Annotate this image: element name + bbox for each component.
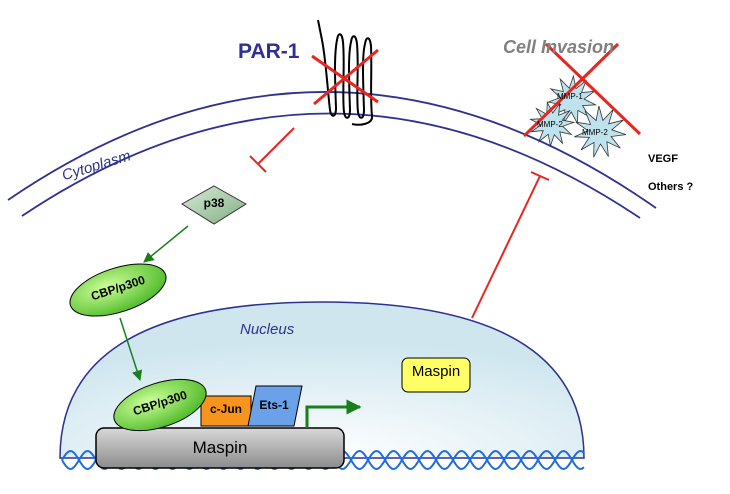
par1-inhibits-p38 (249, 127, 295, 173)
nucleus-dome (59, 301, 585, 459)
p38-to-cbp-arrow (143, 225, 189, 263)
p38-diamond (181, 185, 247, 225)
cell-invasion-label: Cell Invasion (503, 37, 615, 57)
red-x-cross-icon (311, 48, 379, 106)
ets1-label: Ets-1 (259, 398, 289, 412)
membrane-outer (7, 91, 657, 209)
p38-label: p38 (203, 196, 225, 210)
others-label: Others ? (648, 181, 694, 193)
cbp-to-nucleus-arrow (119, 317, 143, 381)
starburst-icon (546, 74, 597, 125)
transcription-arrow (305, 399, 362, 428)
maspin-protein-box (401, 357, 471, 393)
mmp-cluster (529, 74, 627, 158)
vegf-label: VEGF (648, 153, 678, 165)
maspin-gene-box (95, 427, 345, 469)
starburst-icon (574, 105, 627, 158)
cjun-box (200, 395, 252, 427)
nucleus-label: Nucleus (240, 321, 295, 338)
cbp-p300-nuclear-ellipse (113, 378, 207, 432)
mmp-label: MMP-1 (557, 92, 583, 101)
par1-label: PAR-1 (238, 40, 300, 63)
mmp-label: MMP-2 (582, 128, 608, 137)
invasion-cross-icon (522, 42, 642, 138)
gpcr-icon (317, 19, 373, 126)
cbp-p300-cytoplasmic-ellipse (69, 263, 167, 317)
maspin-inhibits-invasion (471, 171, 550, 319)
maspin-gene-label: Maspin (192, 438, 248, 457)
maspin-protein-label: Maspin (411, 363, 461, 380)
mmp-label: MMP-2 (537, 120, 563, 129)
ets1-shape (247, 385, 303, 427)
cjun-label: c-Jun (209, 402, 242, 416)
